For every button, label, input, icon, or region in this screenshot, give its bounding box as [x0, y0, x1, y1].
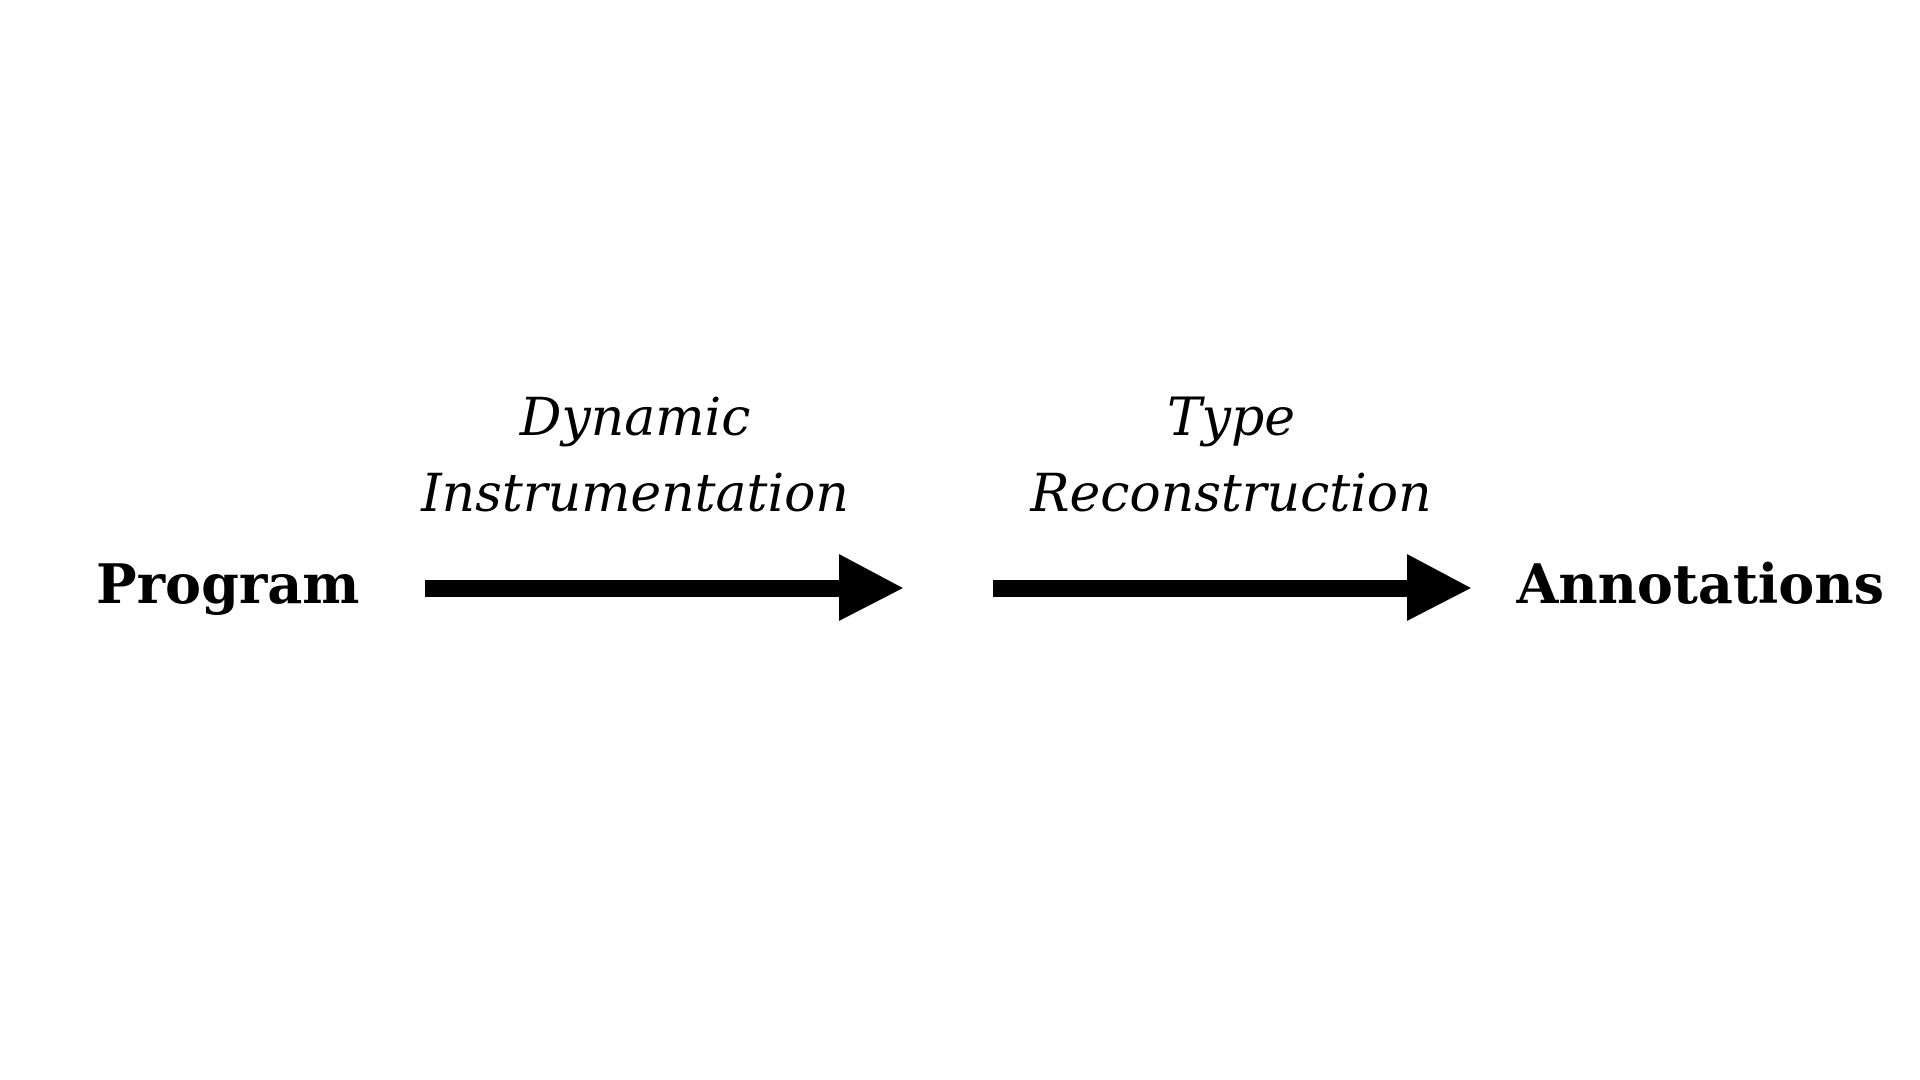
step-label-type-reconstruction: Type Reconstruction	[971, 380, 1491, 532]
annotations-node: Annotations	[1516, 552, 1884, 616]
step-label-line: Dynamic	[519, 388, 751, 448]
arrow-shaft	[425, 580, 845, 597]
program-node: Program	[96, 552, 360, 616]
arrow-head	[1407, 554, 1471, 621]
step-label-line: Instrumentation	[421, 464, 849, 524]
arrow-head	[839, 554, 903, 621]
step-label-dynamic-instrumentation: Dynamic Instrumentation	[375, 380, 895, 532]
step-label-line: Type	[1166, 388, 1296, 448]
step-label-line: Reconstruction	[1030, 464, 1432, 524]
arrow-shaft	[993, 580, 1413, 597]
